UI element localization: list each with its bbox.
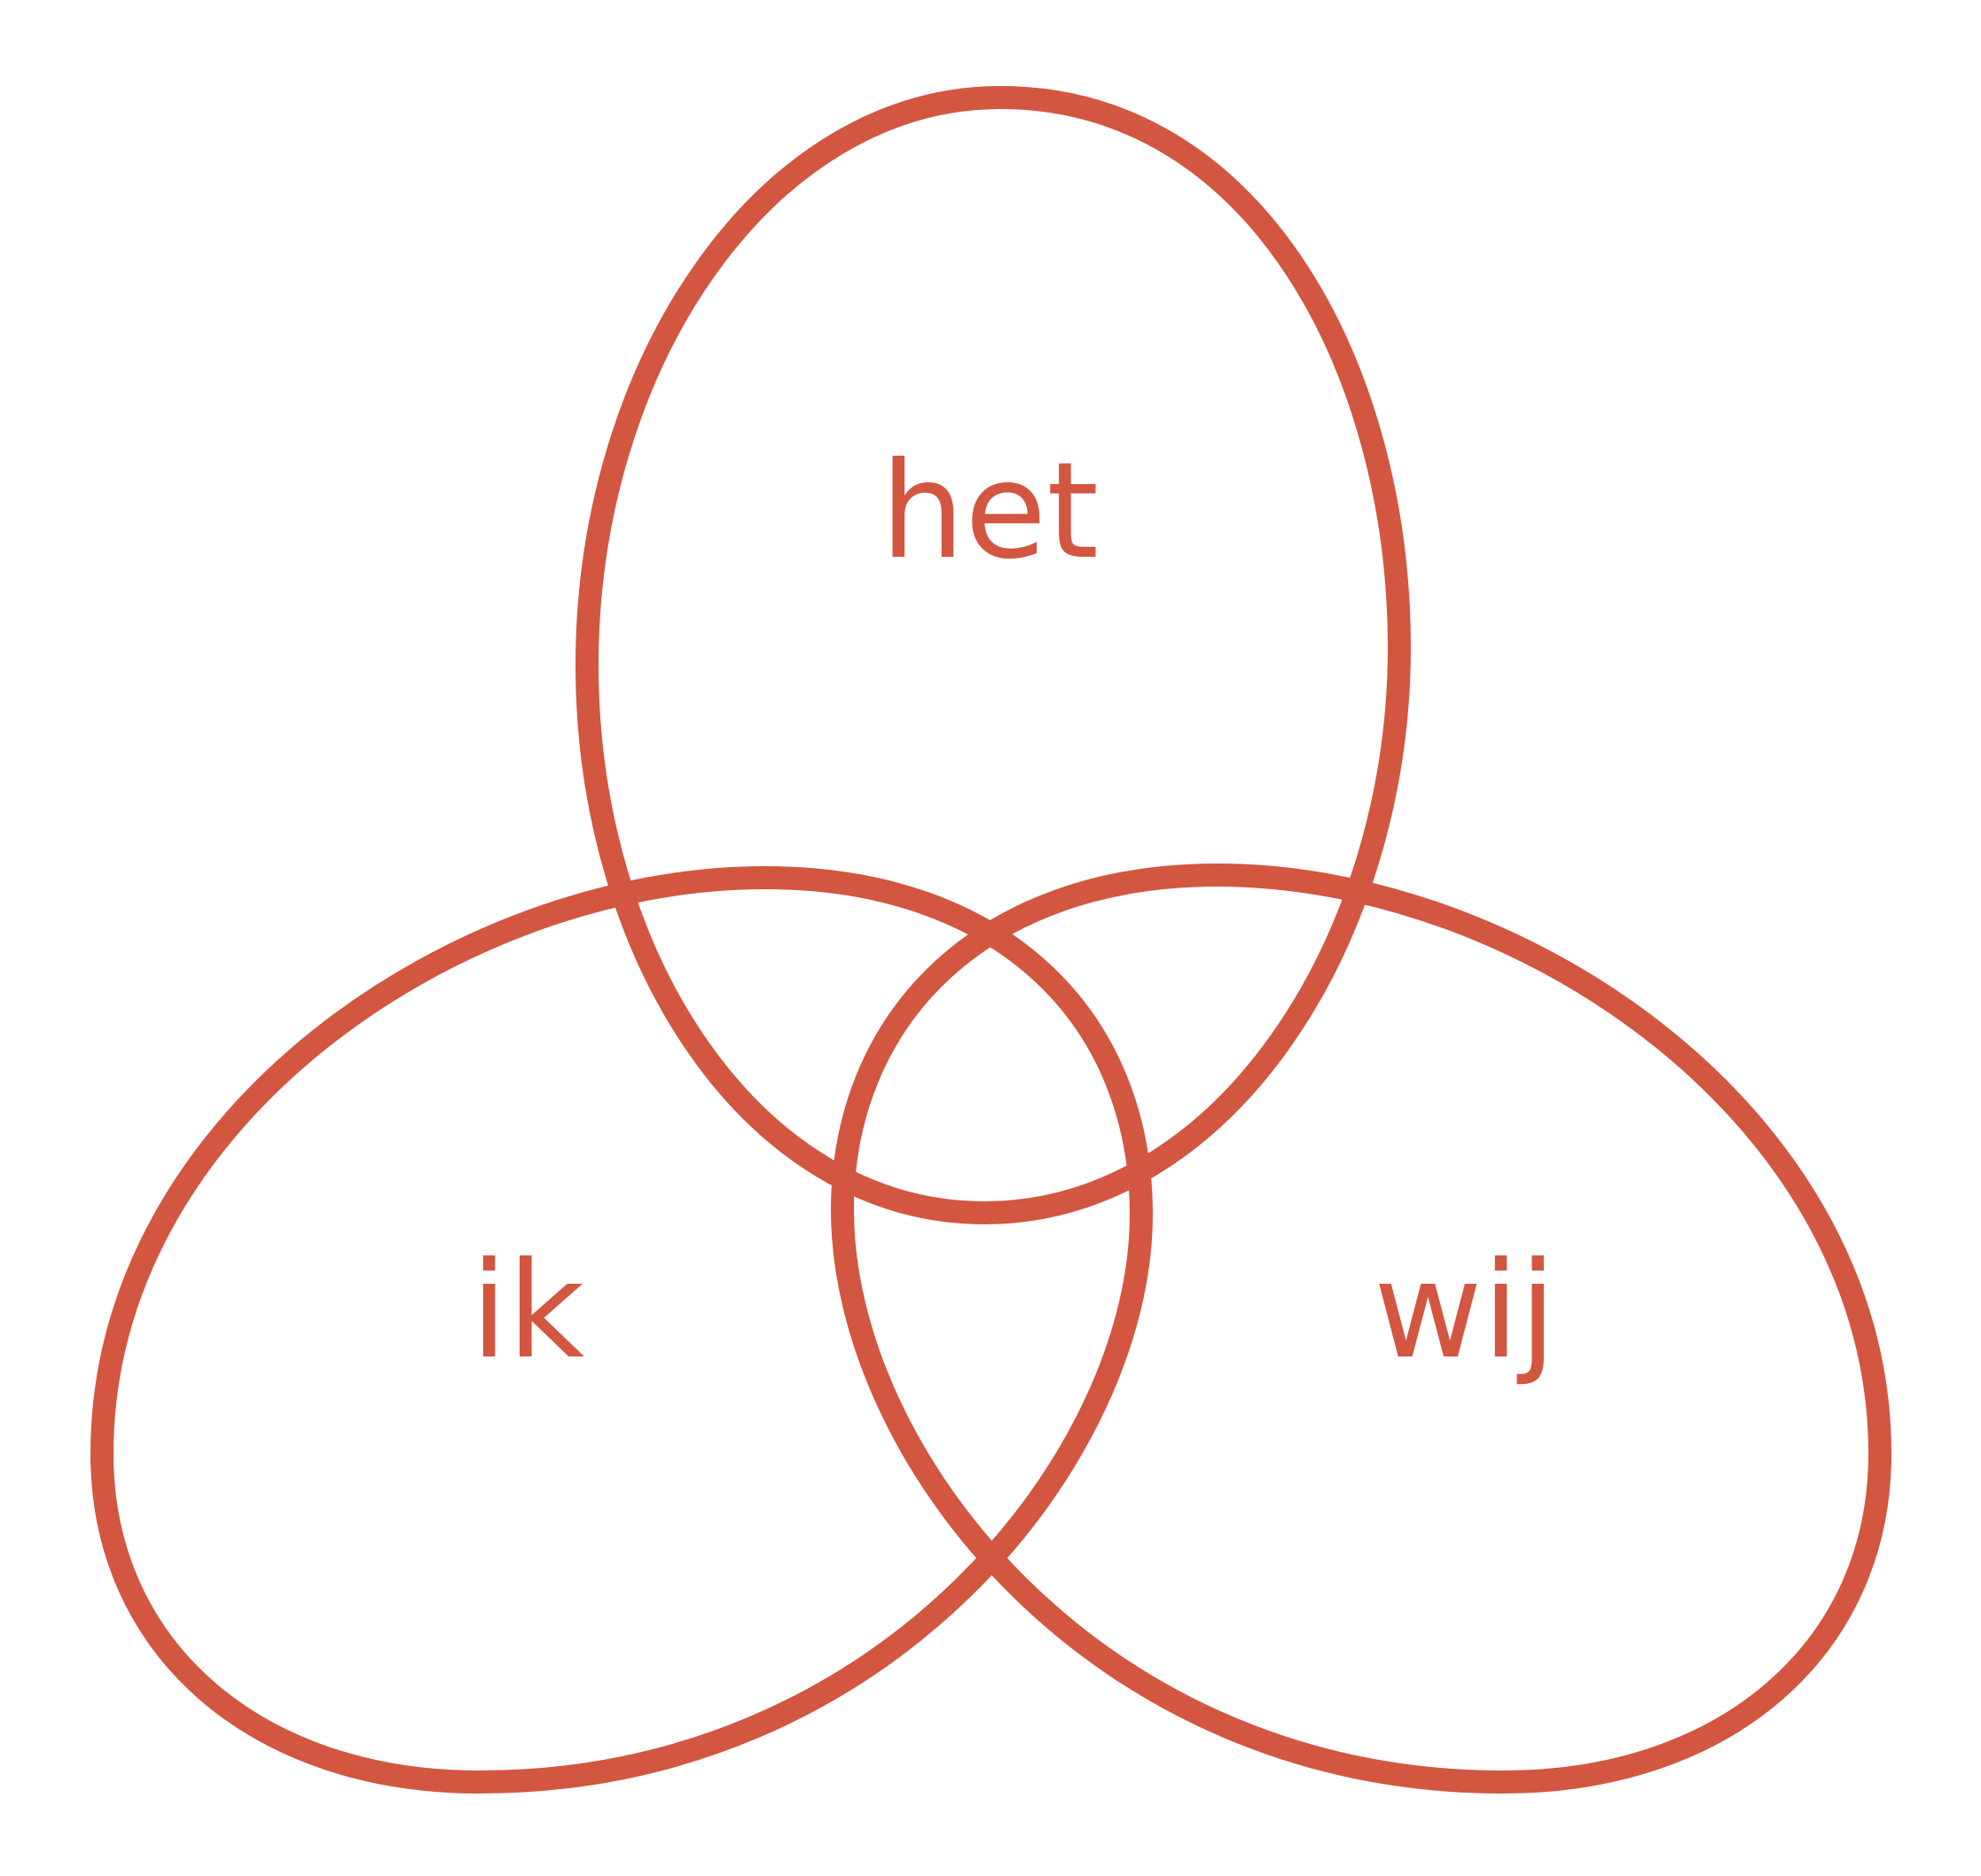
set-shape-het [576, 86, 1411, 1224]
set-label-het: het [881, 434, 1099, 589]
set-shape-ik [90, 866, 1153, 1794]
set-label-wij: wij [1374, 1234, 1556, 1388]
set-label-ik: ik [471, 1234, 585, 1388]
set-shape-wij [831, 864, 1891, 1794]
